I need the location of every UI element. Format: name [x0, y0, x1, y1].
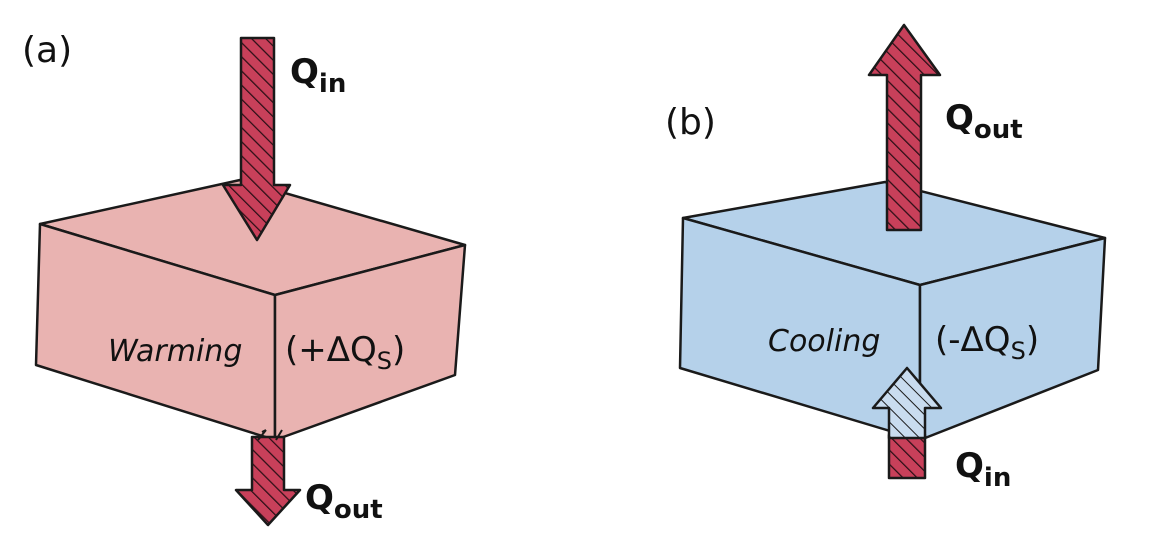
panel-b-storage-label: (-ΔQS): [935, 320, 1039, 365]
panel-b-storage-sub: S: [1010, 337, 1026, 365]
panel-a-storage-delta: ΔQ: [326, 330, 377, 370]
panel-a-small-arrow-marks: [257, 429, 283, 441]
panel-a-storage-suffix: ): [392, 330, 406, 370]
panel-b-heat-in-arrow-lower: [887, 433, 927, 480]
panel-b-box: [678, 180, 1107, 442]
panel-a-flow-out-sub: out: [333, 495, 383, 525]
panel-b-state-label: Cooling: [768, 324, 881, 359]
panel-a-box: [34, 178, 467, 442]
panel-b-storage-prefix: (-: [935, 320, 961, 360]
panel-b-storage-delta: ΔQ: [960, 320, 1011, 360]
panel-b-storage-suffix: ): [1025, 320, 1040, 360]
panel-b-flow-in-base: Q: [955, 446, 984, 486]
panel-b-flow-out-label: Qout: [945, 98, 1023, 145]
panel-b-tag: (b): [665, 102, 716, 143]
panel-a-flow-out-label: Qout: [305, 478, 383, 525]
panel-b-flow-in-sub: in: [983, 463, 1012, 493]
panel-b-heat-in-arrow-upper: [871, 366, 943, 440]
panel-a-tag: (a): [22, 30, 73, 71]
panel-a-storage-prefix: (+: [285, 330, 327, 370]
panel-b-heat-out-arrow: [867, 23, 942, 232]
panel-b-flow-out-sub: out: [973, 115, 1023, 145]
panel-a-flow-out-base: Q: [305, 478, 334, 518]
panel-a-flow-in-sub: in: [318, 69, 347, 99]
panel-a-state-label: Warming: [108, 334, 243, 369]
panel-b-flow-in-label: Qin: [955, 446, 1011, 493]
panel-a-heat-in-arrow: [221, 36, 292, 242]
panel-a-storage-label: (+ΔQS): [285, 330, 405, 375]
panel-b-flow-out-base: Q: [945, 98, 974, 138]
panel-a-heat-out-arrow: [234, 435, 302, 527]
panel-a-flow-in-base: Q: [290, 52, 319, 92]
panel-a-flow-in-label: Qin: [290, 52, 346, 99]
panel-a-storage-sub: S: [376, 347, 393, 375]
